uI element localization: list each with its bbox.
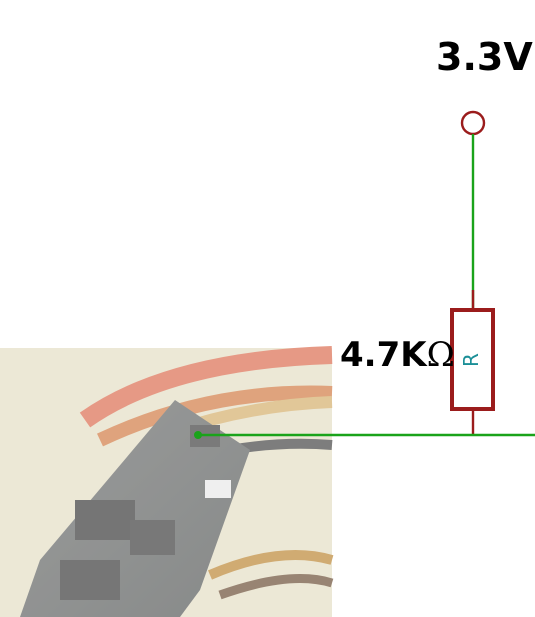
orange-wire xyxy=(97,385,333,447)
red-wire xyxy=(79,346,333,428)
resistance-label: 4.7KΩ xyxy=(340,338,455,372)
junction-dot xyxy=(194,431,202,439)
yellow-wire xyxy=(208,550,334,580)
resistor-designator: R xyxy=(459,353,483,367)
mosfet-3 xyxy=(60,560,120,600)
brown-wire xyxy=(218,574,334,600)
ohm-symbol: Ω xyxy=(426,335,455,375)
esc-board-photo xyxy=(0,346,334,617)
resistance-value: 4.7K xyxy=(340,335,427,375)
supply-voltage-label: 3.3V xyxy=(436,35,533,79)
mosfet-1 xyxy=(75,500,135,540)
mosfet-2 xyxy=(130,520,175,555)
supply-terminal xyxy=(460,110,486,136)
smd-component xyxy=(205,480,231,498)
